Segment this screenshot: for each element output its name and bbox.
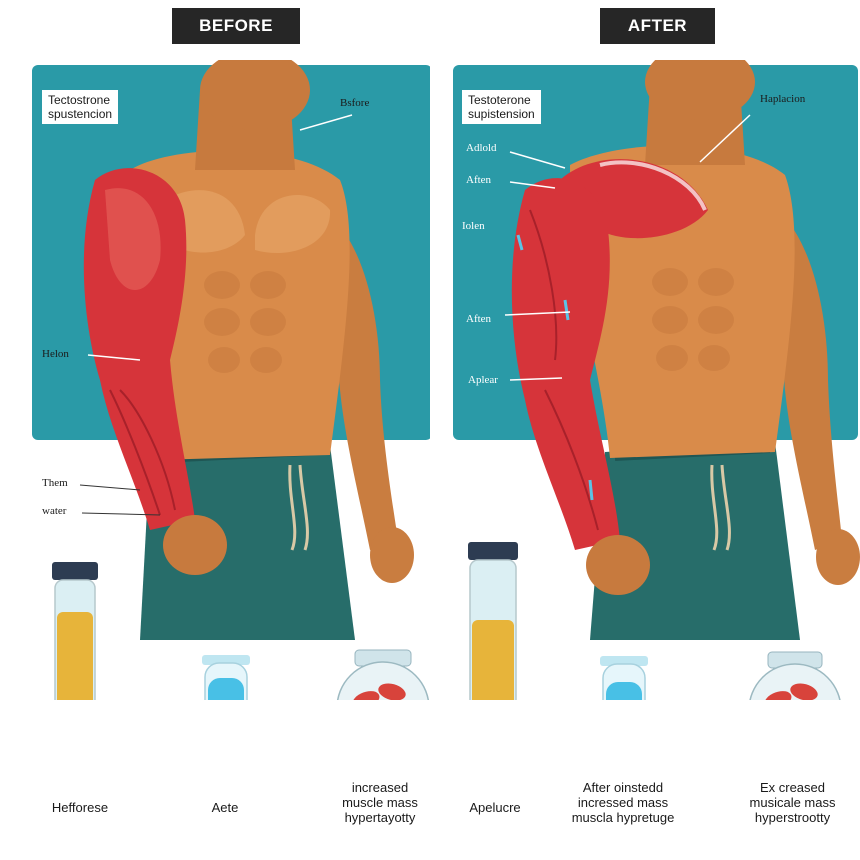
after-arm-label-4: Aften: [466, 313, 492, 325]
after-muscle-arm: [511, 178, 620, 550]
after-caption-jar: Ex creased musicale mass hyperstrootty: [749, 780, 836, 825]
before-title: BEFORE: [172, 8, 300, 44]
after-illustration: [453, 60, 860, 700]
after-amber-vial: [468, 542, 518, 700]
after-title: AFTER: [600, 8, 715, 44]
before-arm-label-2: Them: [42, 477, 68, 489]
before-caption-tube: Aete: [211, 800, 239, 815]
after-tag-top: Haplacion: [760, 93, 806, 105]
after-arm-label-2: Aften: [466, 174, 492, 186]
after-muscle-jar: [749, 651, 841, 700]
before-caption-vial: Hefforese: [51, 800, 109, 815]
after-chin: [645, 60, 755, 120]
before-chin: [200, 60, 310, 130]
before-tag-top: Bsfore: [340, 97, 370, 109]
before-arm-label-1: Helon: [42, 348, 69, 360]
after-arm-label-1: Adlold: [466, 142, 497, 154]
before-caption-jar: increased muscle mass hypertayotty: [342, 780, 418, 825]
after-box-label: Testoterone supistension: [462, 90, 541, 124]
after-shorts: [590, 442, 800, 640]
after-arm-label-5: Aplear: [468, 374, 498, 386]
after-fist: [586, 535, 650, 595]
before-arm-label-3: water: [42, 505, 67, 517]
before-box-label: Tectostrone spustencion: [42, 90, 119, 124]
after-arm-label-3: Iolen: [462, 220, 485, 232]
before-amber-vial: [52, 562, 98, 700]
before-fist: [163, 515, 227, 575]
before-illustration: [32, 60, 430, 700]
before-muscle-jar: [336, 649, 430, 700]
after-blue-tube: [600, 656, 648, 700]
after-caption-tube: After oinstedd incressed mass muscla hyp…: [571, 780, 675, 825]
before-blue-tube: [202, 655, 250, 700]
after-caption-vial: Apelucre: [469, 800, 521, 815]
before-shorts: [140, 445, 355, 640]
